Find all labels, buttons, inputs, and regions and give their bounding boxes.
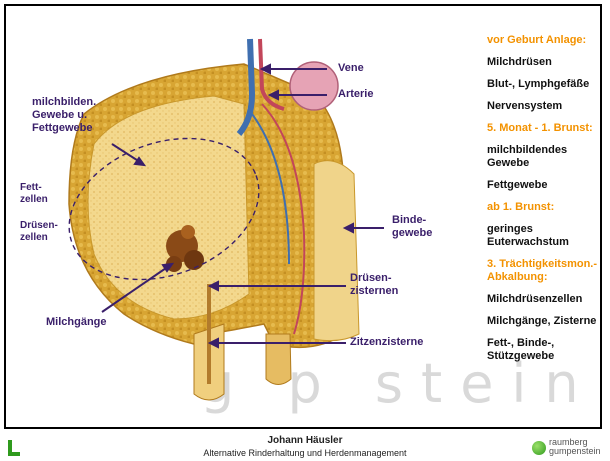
development-timeline: vor Geburt Anlage: Milchdrüsen Blut-, Ly…	[487, 34, 605, 372]
footer: Johann Häusler Alternative Rinderhaltung…	[0, 432, 610, 461]
raumberg-gumpenstein-logo: raumberg gumpenstein	[532, 436, 602, 458]
connective-tissue-lobe	[314, 161, 359, 341]
timeline-item: Milchdrüsenzellen	[487, 293, 605, 306]
timeline-item: Nervensystem	[487, 100, 605, 113]
timeline-heading-pregnancy: 3. Trächtigkeitsmon.- Abkalbung:	[487, 258, 605, 284]
label-arterie: Arterie	[338, 88, 373, 101]
label-druesenzisternen: Drüsen- zisternen	[350, 272, 398, 298]
timeline-item: milchbildendes Gewebe	[487, 144, 605, 170]
label-zitzenzisterne: Zitzenzisterne	[350, 336, 423, 349]
logo-text: raumberg gumpenstein	[549, 438, 601, 456]
footer-author: Johann Häusler	[0, 435, 610, 446]
timeline-item: geringes Euterwachstum	[487, 223, 605, 249]
timeline-item: Fett-, Binde-, Stützgewebe	[487, 337, 605, 363]
timeline-heading-before-birth: vor Geburt Anlage:	[487, 34, 605, 47]
timeline-item: Fettgewebe	[487, 179, 605, 192]
label-bindegewebe: Binde- gewebe	[392, 214, 432, 240]
timeline-heading-first-heat: ab 1. Brunst:	[487, 201, 605, 214]
timeline-item: Milchgänge, Zisterne	[487, 315, 605, 328]
label-fettzellen: Fett- zellen	[20, 182, 48, 206]
timeline-item: Blut-, Lymphgefäße	[487, 78, 605, 91]
label-druesenzellen: Drüsen- zellen	[20, 220, 58, 244]
label-vene: Vene	[338, 62, 364, 75]
label-milchbildend: milchbilden. Gewebe u. Fettgewebe	[32, 96, 96, 135]
timeline-item: Milchdrüsen	[487, 56, 605, 69]
label-milchgaenge: Milchgänge	[46, 316, 107, 329]
teat-right	[266, 334, 291, 385]
udder-illustration: Vene Arterie milchbilden. Gewebe u. Fett…	[14, 34, 478, 420]
logo-globe-icon	[532, 441, 546, 455]
institution-logo-icon	[8, 440, 20, 456]
footer-subtitle: Alternative Rinderhaltung und Herdenmana…	[0, 448, 610, 458]
timeline-heading-5-month: 5. Monat - 1. Brunst:	[487, 122, 605, 135]
